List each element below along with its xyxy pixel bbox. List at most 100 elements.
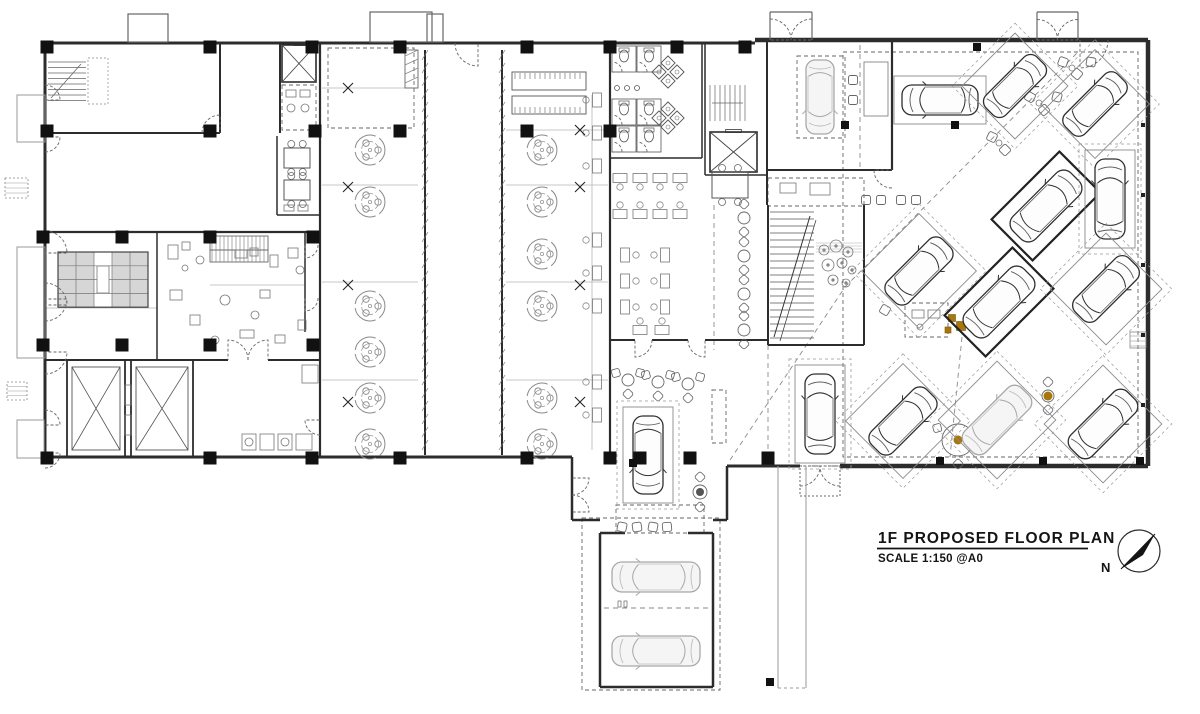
pod-seat bbox=[374, 137, 386, 163]
chair bbox=[738, 310, 750, 322]
plan-drawing bbox=[4, 11, 1173, 691]
chair bbox=[879, 304, 891, 316]
chair bbox=[952, 458, 964, 470]
car-display bbox=[927, 350, 1067, 490]
round-table bbox=[1041, 376, 1055, 416]
pod-seat bbox=[526, 203, 548, 218]
work-pod bbox=[354, 336, 386, 368]
chair bbox=[1085, 56, 1097, 68]
storage-rack bbox=[57, 251, 149, 308]
pod-seat bbox=[526, 399, 548, 414]
chair bbox=[738, 198, 750, 210]
car-display bbox=[951, 22, 1079, 150]
chair bbox=[738, 264, 750, 276]
pod-seat bbox=[374, 339, 386, 365]
car-display bbox=[835, 353, 971, 489]
chair bbox=[738, 236, 750, 248]
chair bbox=[876, 195, 886, 205]
cores bbox=[48, 42, 862, 458]
round-table bbox=[737, 310, 751, 350]
sink bbox=[660, 101, 676, 117]
car-display bbox=[1030, 39, 1160, 169]
pod-seat bbox=[526, 186, 548, 201]
chair bbox=[1071, 68, 1083, 80]
sink bbox=[669, 64, 685, 80]
chair bbox=[622, 388, 634, 400]
chair bbox=[682, 392, 694, 404]
plan-scale: SCALE 1:150 @A0 bbox=[878, 553, 983, 565]
chair bbox=[1057, 56, 1069, 68]
round-table bbox=[737, 274, 751, 314]
pod-seat bbox=[354, 307, 376, 322]
grid-marks bbox=[342, 82, 586, 408]
pod-seat bbox=[526, 290, 548, 305]
round-table bbox=[692, 471, 708, 513]
car-display bbox=[611, 632, 701, 670]
circulation-dashed bbox=[45, 45, 1139, 691]
work-pod bbox=[526, 290, 558, 322]
work-pod bbox=[526, 238, 558, 270]
pod-seat bbox=[354, 151, 376, 166]
pod-seat bbox=[546, 241, 558, 267]
work-pod bbox=[526, 186, 558, 218]
car-display bbox=[788, 358, 852, 470]
pod-seat bbox=[374, 385, 386, 411]
chair bbox=[694, 471, 706, 483]
desk bbox=[582, 265, 602, 281]
chair bbox=[647, 521, 659, 533]
desk bbox=[650, 273, 670, 289]
sink bbox=[651, 110, 667, 126]
desk bbox=[650, 299, 670, 315]
sink bbox=[660, 73, 676, 89]
desk bbox=[582, 232, 602, 248]
chair bbox=[631, 521, 643, 533]
desk bbox=[652, 201, 668, 219]
pod-seat bbox=[374, 431, 386, 457]
chair bbox=[932, 423, 943, 433]
round-table bbox=[611, 368, 645, 400]
chair bbox=[861, 195, 871, 205]
chair bbox=[661, 521, 673, 533]
desk bbox=[620, 299, 640, 315]
pod-seat bbox=[354, 290, 376, 305]
pod-seat bbox=[526, 382, 548, 397]
sink bbox=[660, 119, 676, 135]
round-table bbox=[737, 236, 751, 276]
car-display bbox=[942, 245, 1056, 359]
cars bbox=[611, 22, 1173, 670]
title-block: 1F PROPOSED FLOOR PLAN SCALE 1:150 @A0 bbox=[877, 530, 1114, 565]
pod-seat bbox=[354, 134, 376, 149]
chair bbox=[694, 501, 706, 513]
pod-seat bbox=[526, 428, 548, 443]
desk bbox=[632, 317, 648, 335]
round-table bbox=[737, 198, 751, 238]
sink bbox=[669, 110, 685, 126]
toilets bbox=[611, 45, 685, 153]
desk bbox=[652, 173, 668, 191]
chair bbox=[695, 372, 705, 382]
desk bbox=[582, 158, 602, 174]
chair bbox=[652, 390, 664, 402]
pod-seat bbox=[374, 293, 386, 319]
desk bbox=[672, 201, 688, 219]
north-arrow-line bbox=[1120, 533, 1156, 570]
pod-seat bbox=[526, 238, 548, 253]
desk bbox=[612, 201, 628, 219]
desk bbox=[632, 173, 648, 191]
car-display bbox=[851, 203, 987, 339]
pod-seat bbox=[526, 151, 548, 166]
pod-seat bbox=[546, 431, 558, 457]
desk bbox=[582, 407, 602, 423]
chair bbox=[1042, 404, 1054, 416]
pod-seat bbox=[546, 293, 558, 319]
furniture bbox=[124, 56, 1097, 608]
work-pod bbox=[354, 290, 386, 322]
chair bbox=[1051, 91, 1063, 103]
car-display bbox=[1033, 354, 1173, 494]
chair bbox=[848, 75, 858, 85]
work-pod bbox=[354, 134, 386, 166]
round-table bbox=[671, 372, 705, 404]
entrances bbox=[4, 11, 1147, 689]
pod-seat bbox=[354, 336, 376, 351]
